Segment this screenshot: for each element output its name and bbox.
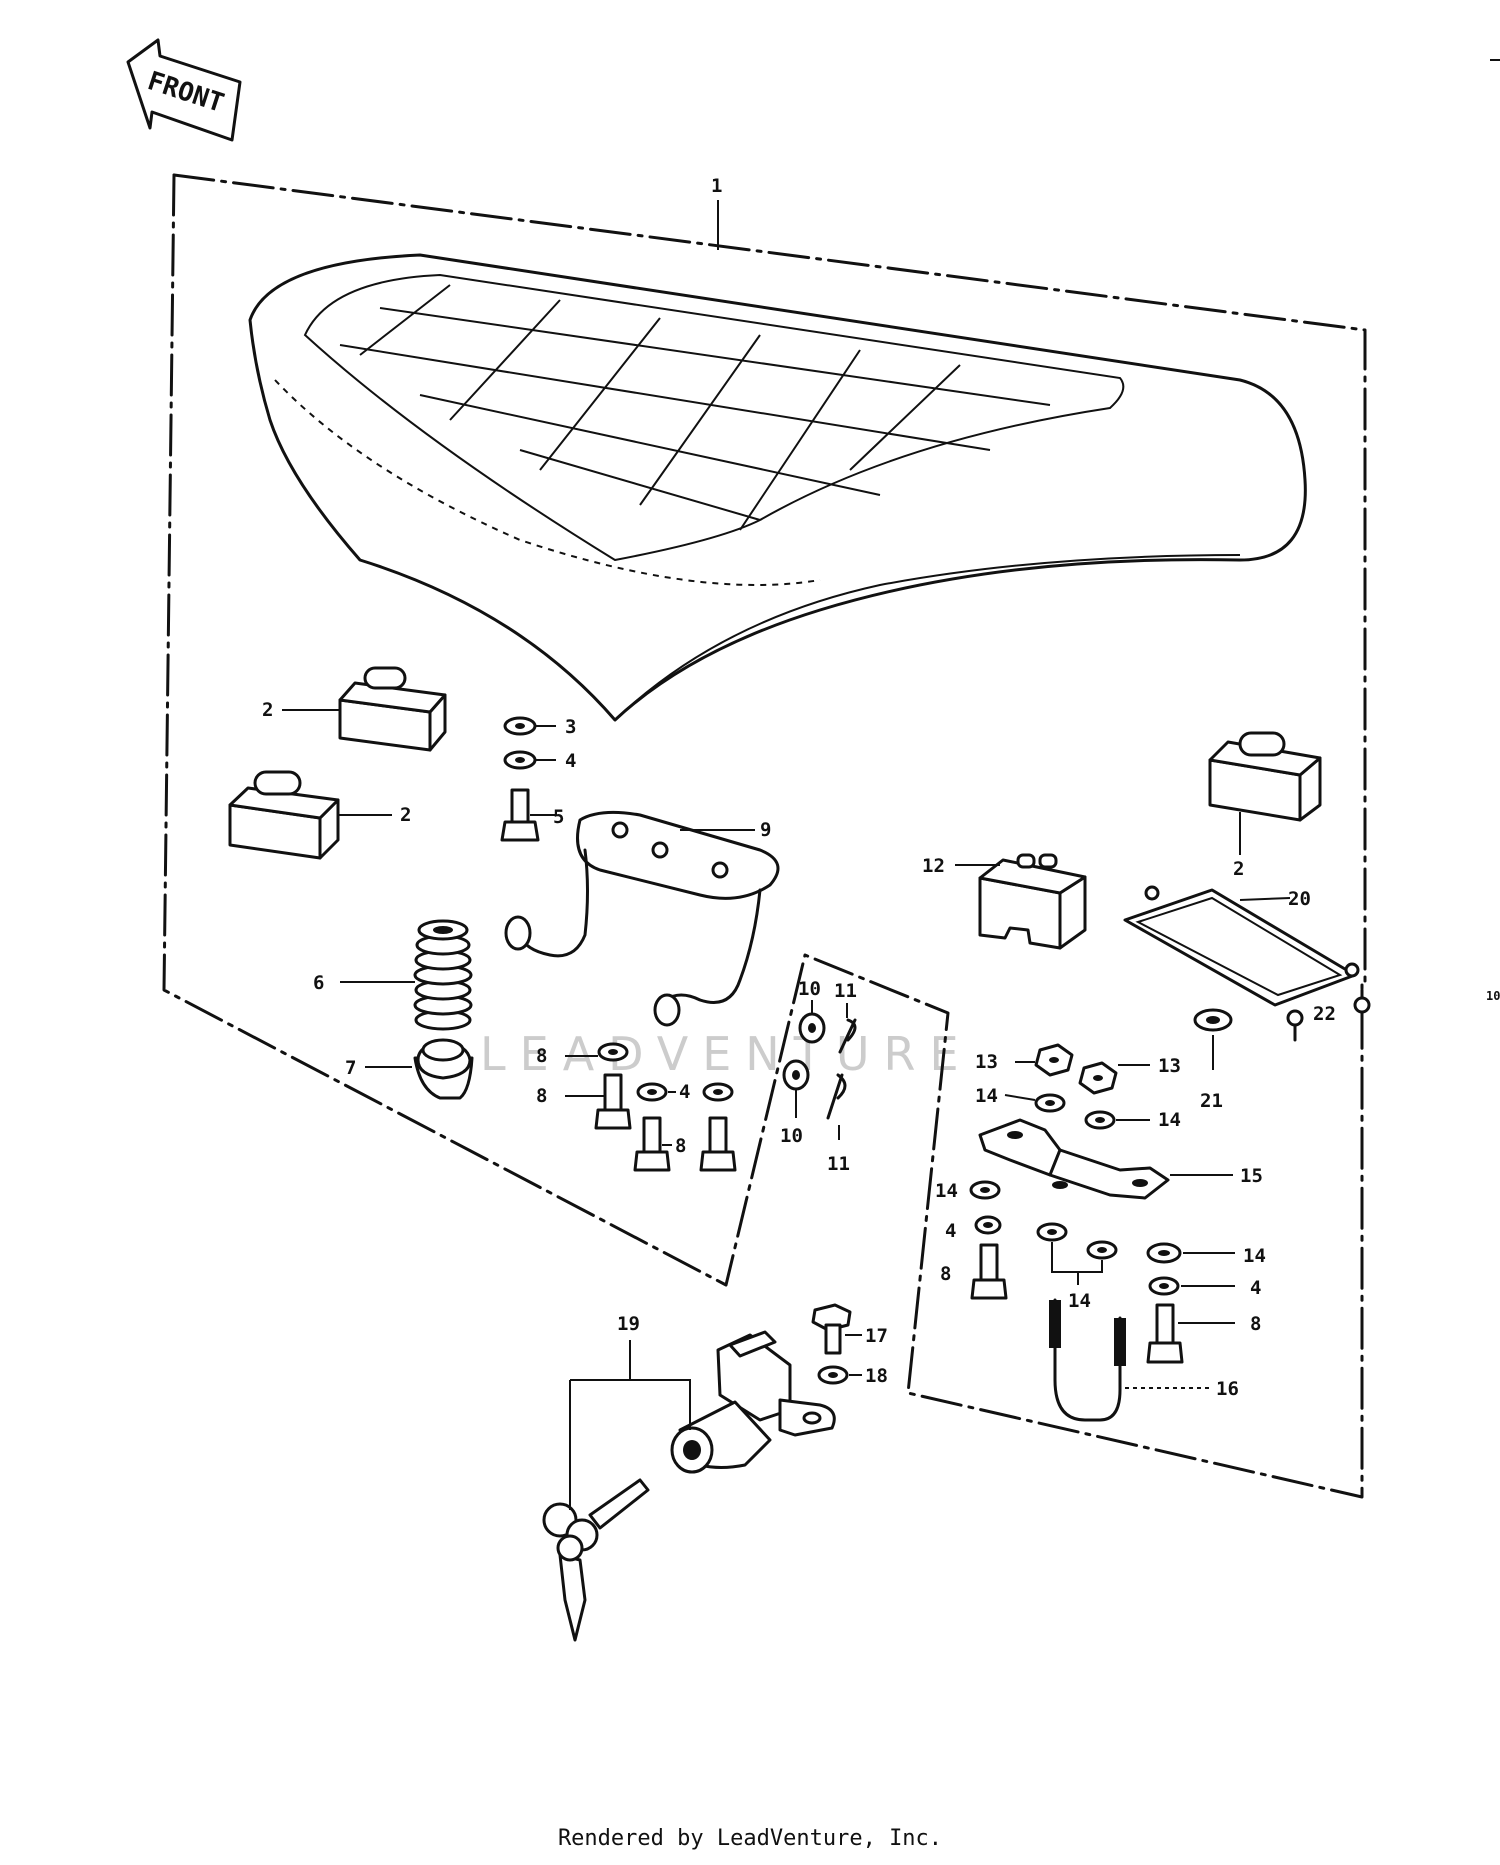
- callout-8-right: 8: [1250, 1313, 1261, 1335]
- callout-9: 9: [760, 819, 771, 841]
- callout-18: 18: [865, 1365, 888, 1387]
- callout-14-top-left: 14: [975, 1085, 998, 1107]
- callout-14-bottom: 14: [1068, 1290, 1091, 1312]
- callout-17: 17: [865, 1325, 888, 1347]
- edge-label: 10: [1486, 989, 1500, 1003]
- cotter-pin-11-a: [838, 1018, 857, 1054]
- callout-21: 21: [1200, 1090, 1223, 1112]
- nut-13-a: [1034, 1043, 1074, 1077]
- seat: [248, 253, 1307, 722]
- callout-4-top: 4: [565, 750, 576, 772]
- callout-10-top: 10: [798, 978, 821, 1000]
- callout-14-right: 14: [1243, 1245, 1266, 1267]
- seat-bracket-9: [504, 810, 780, 1027]
- bolt-17: [811, 1303, 852, 1355]
- callout-8-bottom: 8: [675, 1135, 686, 1157]
- callout-6: 6: [313, 972, 324, 994]
- key-icon: [542, 1478, 650, 1642]
- callout-16: 16: [1216, 1378, 1239, 1400]
- bolt-8-a: [594, 1073, 632, 1130]
- callout-13-left: 13: [975, 1051, 998, 1073]
- bolt-8-b: [633, 1116, 671, 1172]
- screw-22-a: [1286, 1009, 1304, 1042]
- callout-14-top-right: 14: [1158, 1109, 1181, 1131]
- mounting-bracket-15: [978, 1118, 1170, 1200]
- callout-2-left-top: 2: [262, 699, 273, 721]
- footer-credit: Rendered by LeadVenture, Inc.: [557, 1826, 943, 1851]
- callout-20: 20: [1288, 888, 1311, 910]
- callout-19: 19: [617, 1313, 640, 1335]
- callout-22: 22: [1313, 1003, 1336, 1025]
- spring-6: [413, 919, 473, 1031]
- callout-11-top: 11: [834, 980, 857, 1002]
- rubber-block-2c: [1208, 731, 1322, 822]
- callout-14-left: 14: [935, 1180, 958, 1202]
- tool-tray-20: [1123, 885, 1360, 1007]
- callout-8-mid: 8: [536, 1085, 547, 1107]
- callout-13-right: 13: [1158, 1055, 1181, 1077]
- callout-7: 7: [345, 1057, 356, 1079]
- damper-7: [413, 1038, 474, 1100]
- callout-15: 15: [1240, 1165, 1263, 1187]
- u-bolt-16: [1049, 1298, 1126, 1422]
- callout-5: 5: [553, 806, 564, 828]
- seat-lock-19: [670, 1330, 836, 1474]
- callout-2-right: 2: [1233, 858, 1244, 880]
- assembly-boundary-left: [162, 173, 1364, 1499]
- callout-11-bottom: 11: [827, 1153, 850, 1175]
- cotter-pin-11-b: [826, 1073, 847, 1120]
- callout-1: 1: [711, 175, 722, 197]
- rubber-mount-12: [978, 853, 1087, 950]
- bolt-8-d: [970, 1243, 1008, 1300]
- bolt-8-c: [699, 1116, 737, 1172]
- callout-10-bottom: 10: [780, 1125, 803, 1147]
- bolt-5: [500, 788, 540, 842]
- callout-4-mid: 4: [679, 1081, 690, 1103]
- rubber-block-2b: [228, 770, 340, 860]
- callout-12: 12: [922, 855, 945, 877]
- callout-8-left: 8: [940, 1263, 951, 1285]
- screw-22-b: [1353, 988, 1371, 1014]
- front-arrow-icon: FRONT: [126, 38, 242, 142]
- callout-3: 3: [565, 716, 576, 738]
- nut-13-b: [1078, 1061, 1118, 1095]
- assembly-boundary: [172, 173, 1367, 987]
- callout-4-right: 4: [1250, 1277, 1261, 1299]
- callout-2-left-bottom: 2: [400, 804, 411, 826]
- rubber-block-2a: [338, 666, 447, 752]
- callout-8-top: 8: [536, 1045, 547, 1067]
- bolt-8-e: [1146, 1303, 1184, 1364]
- watermark: LEADVENTURE: [480, 1027, 973, 1081]
- callout-4-left: 4: [945, 1220, 956, 1242]
